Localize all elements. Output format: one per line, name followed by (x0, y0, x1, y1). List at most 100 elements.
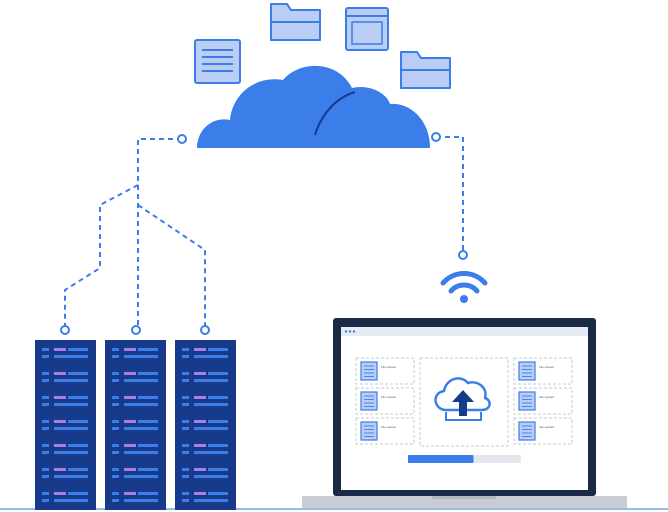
server-led (112, 475, 119, 478)
server-led (112, 379, 119, 382)
server-stripe (54, 444, 66, 447)
server-stripe (194, 475, 228, 478)
server-stripe (54, 475, 88, 478)
server-led (182, 451, 189, 454)
server-led (112, 396, 119, 399)
server-stripe (194, 396, 206, 399)
server-rack-body (105, 340, 166, 510)
file-tile[interactable]: File upload (513, 357, 573, 385)
connector-node (458, 250, 468, 260)
server-led (42, 499, 49, 502)
server-rack-icon (35, 340, 96, 510)
connector-cloud-right (436, 136, 464, 255)
server-stripe (124, 451, 158, 454)
connector-node (177, 134, 187, 144)
server-led (112, 468, 119, 471)
server-stripe (54, 451, 88, 454)
document-icon (194, 39, 241, 84)
server-led (182, 379, 189, 382)
document-icon (518, 391, 536, 411)
server-rack-icon (105, 340, 166, 510)
server-stripe (194, 427, 228, 430)
server-stripe (194, 451, 228, 454)
file-label: File upload (381, 365, 396, 369)
connector-node (131, 325, 141, 335)
window-icon (345, 7, 389, 51)
cloud-icon (197, 65, 430, 148)
server-stripe (54, 499, 88, 502)
server-stripe (208, 420, 228, 423)
server-led (42, 420, 49, 423)
connector-cloud-left (137, 138, 182, 185)
server-led (182, 355, 189, 358)
server-stripe (208, 444, 228, 447)
window-dot (352, 330, 356, 333)
server-stripe (54, 403, 88, 406)
server-stripe (138, 492, 158, 495)
server-led (182, 444, 189, 447)
server-stripe (124, 403, 158, 406)
server-led (112, 427, 119, 430)
server-stripe (68, 396, 88, 399)
server-stripe (54, 427, 88, 430)
file-tile[interactable]: File upload (355, 357, 415, 385)
server-led (112, 451, 119, 454)
window-dot (348, 330, 352, 333)
upload-progress-bar (408, 455, 521, 463)
server-stripe (124, 372, 136, 375)
file-tile[interactable]: File upload (513, 417, 573, 445)
server-stripe (194, 492, 206, 495)
upload-dropzone[interactable] (419, 357, 509, 447)
connector-server-1 (64, 184, 139, 330)
server-stripe (138, 444, 158, 447)
server-stripe (194, 468, 206, 471)
server-led (112, 355, 119, 358)
document-icon (518, 421, 536, 441)
server-stripe (54, 379, 88, 382)
file-label: File upload (381, 395, 396, 399)
server-led (42, 403, 49, 406)
server-stripe (194, 348, 206, 351)
server-led (112, 403, 119, 406)
server-led (182, 492, 189, 495)
server-rack-body (35, 340, 96, 510)
server-stripe (124, 499, 158, 502)
server-stripe (208, 396, 228, 399)
server-led (182, 420, 189, 423)
server-stripe (194, 420, 206, 423)
server-stripe (54, 396, 66, 399)
server-stripe (54, 420, 66, 423)
document-icon (360, 421, 378, 441)
file-label: File upload (381, 425, 396, 429)
server-stripe (194, 355, 228, 358)
server-stripe (54, 492, 66, 495)
server-led (42, 372, 49, 375)
server-stripe (208, 372, 228, 375)
server-stripe (124, 475, 158, 478)
server-stripe (138, 348, 158, 351)
server-rack-icon (175, 340, 236, 510)
server-rack-body (175, 340, 236, 510)
server-led (42, 427, 49, 430)
server-led (112, 372, 119, 375)
file-tile[interactable]: File upload (355, 387, 415, 415)
file-tile[interactable]: File upload (355, 417, 415, 445)
connector-node (200, 325, 210, 335)
server-led (42, 475, 49, 478)
folder-icon (270, 3, 321, 41)
server-stripe (138, 420, 158, 423)
server-led (112, 420, 119, 423)
file-label: File upload (539, 425, 554, 429)
server-led (182, 475, 189, 478)
document-icon (360, 361, 378, 381)
file-label: File upload (539, 395, 554, 399)
server-stripe (54, 355, 88, 358)
file-tile[interactable]: File upload (513, 387, 573, 415)
server-led (182, 396, 189, 399)
server-led (182, 348, 189, 351)
server-stripe (124, 427, 158, 430)
server-led (42, 355, 49, 358)
wifi-icon (440, 271, 488, 303)
server-led (42, 396, 49, 399)
